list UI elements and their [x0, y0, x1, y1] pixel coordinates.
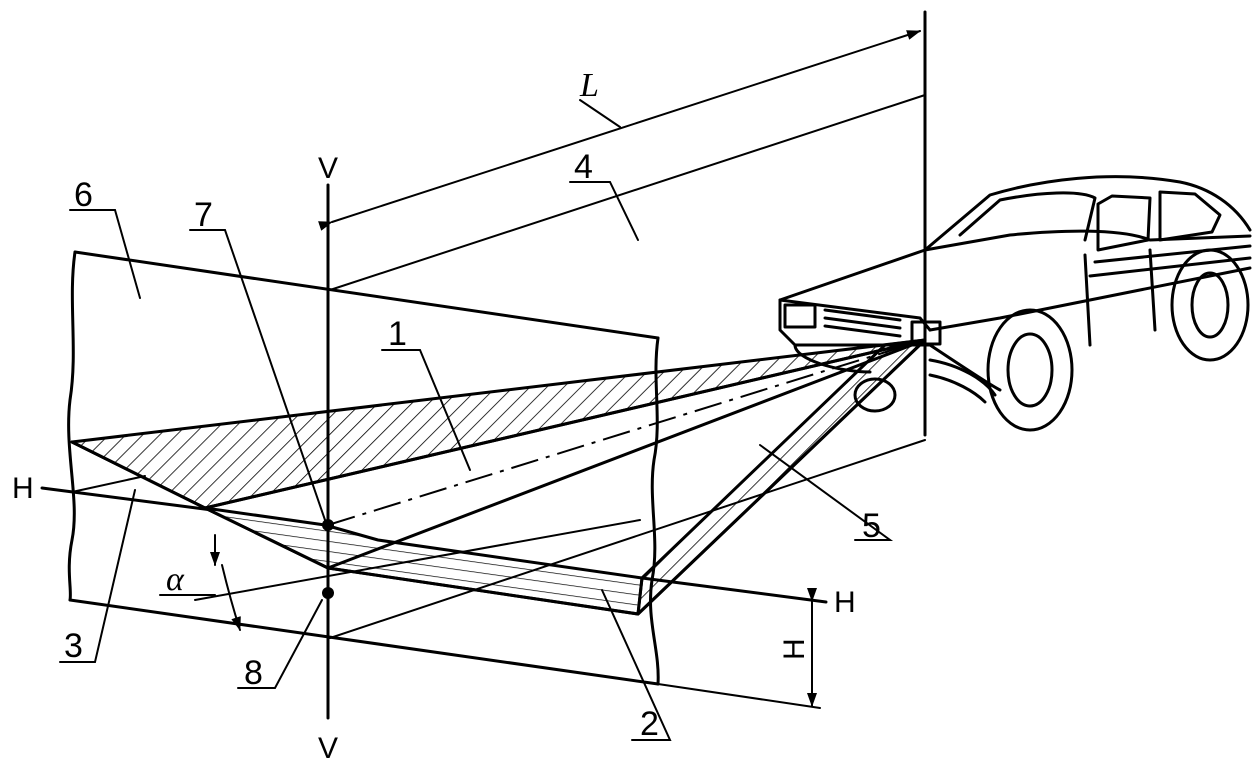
label-h-left: H: [12, 472, 34, 505]
horizontal-line-right: [640, 576, 828, 604]
alpha-arc: [221, 564, 241, 631]
label-1: 1: [388, 315, 407, 353]
label-7: 7: [194, 196, 213, 234]
label-v-bottom: V: [318, 732, 338, 765]
label-3: 3: [64, 627, 83, 665]
point-7: [322, 519, 334, 531]
label-4: 4: [574, 148, 593, 186]
label-6: 6: [74, 176, 93, 214]
ground-line: [657, 683, 821, 709]
leader-lines: [59, 181, 894, 741]
car: [778, 175, 1252, 432]
horizontal-line-left: [40, 486, 214, 512]
label-alpha: α: [166, 561, 185, 598]
label-2: 2: [640, 705, 659, 743]
side-beam-strip: [636, 338, 927, 616]
label-8: 8: [244, 654, 263, 692]
label-distance-l: L: [579, 67, 599, 104]
lower-beam-band-2: [203, 506, 644, 616]
distance-l-line: [318, 30, 921, 231]
plane-4-top-edge: [329, 94, 926, 291]
beam-axis: [327, 341, 919, 526]
label-h-right: H: [834, 586, 856, 619]
label-v-top: V: [318, 152, 338, 185]
plane-4-bottom-edge: [329, 439, 926, 639]
label-h-height: H: [778, 638, 811, 660]
point-8: [322, 587, 334, 599]
label-5: 5: [862, 507, 881, 545]
